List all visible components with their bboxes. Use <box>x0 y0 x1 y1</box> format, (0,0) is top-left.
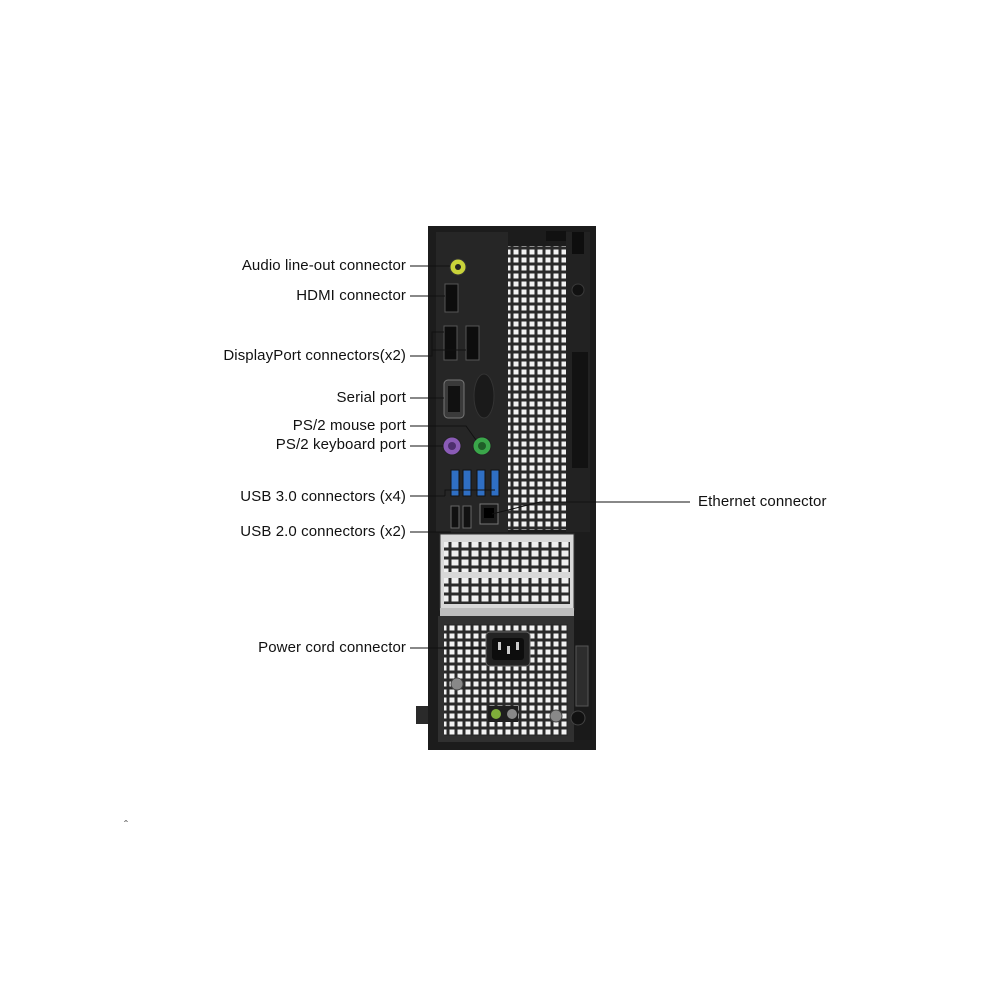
callout-hdmi: HDMI connector <box>296 287 406 304</box>
callout-displayport: DisplayPort connectors(x2) <box>223 347 406 364</box>
callout-ps2-mouse: PS/2 mouse port <box>292 417 406 434</box>
callout-usb2: USB 2.0 connectors (x2) <box>240 523 406 540</box>
callout-usb3: USB 3.0 connectors (x4) <box>240 488 406 505</box>
callout-ethernet: Ethernet connector <box>698 493 827 510</box>
usb2-port-icon <box>462 505 472 529</box>
psu-screw-icon <box>450 677 464 691</box>
usb3-port-icon <box>450 469 460 497</box>
usb3-port-icon <box>490 469 500 497</box>
stray-mark: ˆ <box>124 818 128 832</box>
callout-audio-line-out: Audio line-out connector <box>241 257 406 274</box>
displayport-2-icon <box>465 325 480 361</box>
callout-power-cord: Power cord connector <box>258 639 406 656</box>
chassis-screw-icon <box>571 283 585 297</box>
usb3-port-icon <box>462 469 472 497</box>
usb3-port-icon <box>476 469 486 497</box>
top-vent-grille <box>508 246 566 530</box>
callout-ps2-keyboard: PS/2 keyboard port <box>275 436 406 453</box>
psu-screw-icon <box>549 709 563 723</box>
hdmi-port-icon <box>444 283 459 313</box>
usb2-port-icon <box>450 505 460 529</box>
leader-lines <box>410 265 690 649</box>
displayport-1-icon <box>443 325 458 361</box>
callout-serial-port: Serial port <box>336 389 406 406</box>
padlock-ring-icon <box>570 710 586 726</box>
